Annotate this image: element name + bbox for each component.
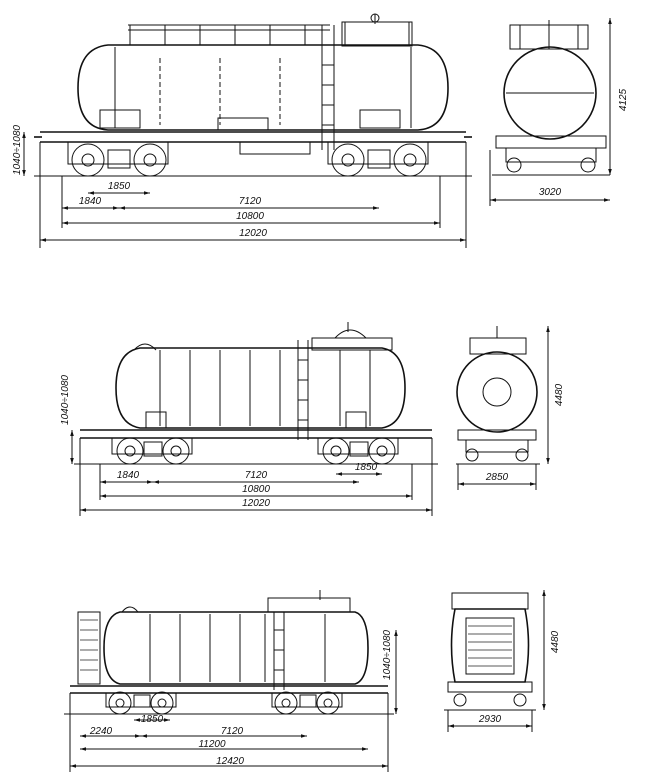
tank-car-1: 1040÷1080 1850 1840 7120 10800 12020 <box>12 13 629 248</box>
end-width-label: 2930 <box>478 714 502 725</box>
overall-length-label: 12020 <box>239 228 267 239</box>
overhang-label: 1840 <box>79 196 102 207</box>
end-height-label: 4480 <box>550 630 561 653</box>
tank-car-1-side-view: 1040÷1080 1850 1840 7120 10800 12020 <box>12 13 472 248</box>
tank-car-2: 1040÷1080 1850 1840 7120 10800 12020 <box>60 322 565 516</box>
tank-car-2-end-view: 4480 2850 <box>456 326 565 490</box>
tank-car-3: 1040÷1080 1850 2240 7120 11200 12420 <box>64 590 561 772</box>
frame-length-label: 11200 <box>198 739 226 750</box>
bogie-base-label: 1850 <box>355 462 378 473</box>
end-height-label: 4480 <box>554 383 565 406</box>
overall-length-label: 12020 <box>242 498 270 509</box>
height-range-label: 1040÷1080 <box>12 125 23 175</box>
bogie-centres-label: 7120 <box>239 196 262 207</box>
frame-length-label: 10800 <box>242 484 270 495</box>
tank-car-1-end-view: 4125 3020 <box>489 18 629 206</box>
end-height-label: 4125 <box>618 88 629 111</box>
overall-length-label: 12420 <box>216 756 244 767</box>
tank-car-3-side-view: 1040÷1080 1850 2240 7120 11200 12420 <box>64 590 398 772</box>
overhang-label: 2240 <box>89 726 113 737</box>
height-range-label: 1040÷1080 <box>60 375 71 425</box>
frame-length-label: 10800 <box>236 211 264 222</box>
bogie-centres-label: 7120 <box>245 470 268 481</box>
height-range-label: 1040÷1080 <box>382 630 393 680</box>
bogie-base-label: 1850 <box>141 714 164 725</box>
bogie-centres-label: 7120 <box>221 726 244 737</box>
tank-car-2-side-view: 1040÷1080 1850 1840 7120 10800 12020 <box>60 322 438 516</box>
overhang-label: 1840 <box>117 470 140 481</box>
end-width-label: 3020 <box>539 187 562 198</box>
end-width-label: 2850 <box>485 472 509 483</box>
tank-car-3-end-view: 4480 2930 <box>444 590 561 732</box>
bogie-base-label: 1850 <box>108 181 131 192</box>
